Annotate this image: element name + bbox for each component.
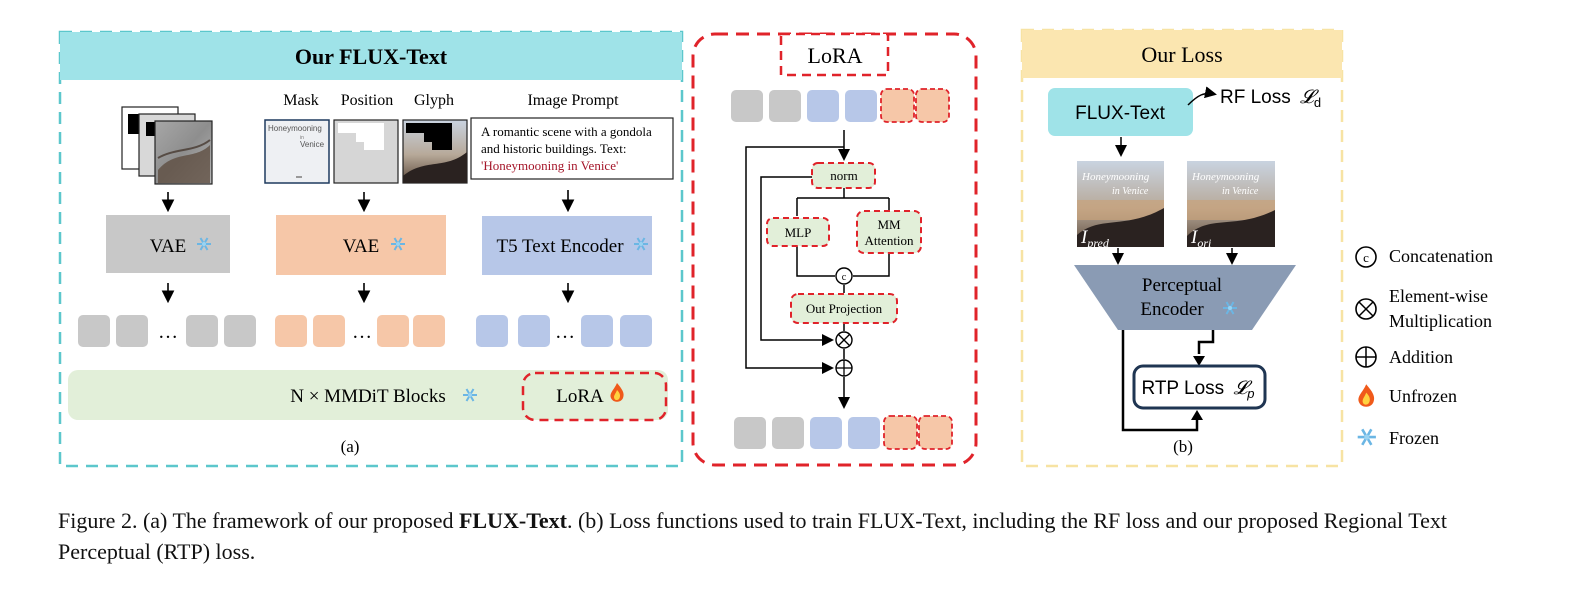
label-image-prompt: Image Prompt: [527, 92, 619, 109]
svg-text:in: in: [300, 135, 304, 141]
position-image: [333, 119, 399, 184]
flux-text-box: FLUX-Text: [1048, 88, 1193, 136]
legend: c Concatenation Element-wise Multiplicat…: [1355, 246, 1493, 448]
vae-encoder-2: VAE: [276, 215, 446, 275]
panel-lora-title-box: [779, 32, 890, 77]
snowflake-icon: [1356, 427, 1378, 447]
rtp-flow-lines: [1121, 330, 1215, 432]
svg-text:Honeymooning: Honeymooning: [1191, 171, 1260, 183]
svg-text:and historic buildings. Text:: and historic buildings. Text:: [481, 141, 626, 156]
t5-text-encoder: T5 Text Encoder: [482, 216, 652, 275]
legend-element-wise-multiplication: Element-wise Multiplication: [1355, 286, 1492, 331]
svg-text:MM: MM: [877, 217, 901, 232]
multiply-node: [835, 331, 853, 349]
original-image: Honeymooning in Venice Iori: [1187, 161, 1275, 250]
label-glyph: Glyph: [414, 92, 454, 109]
mm-attention-block: MM Attention: [856, 210, 922, 254]
mmdit-blocks: N × MMDiT Blocks LoRA: [68, 370, 668, 422]
svg-text:…: …: [555, 321, 575, 343]
legend-concatenation: c Concatenation: [1355, 246, 1493, 268]
svg-text:Honeymooning: Honeymooning: [268, 124, 322, 133]
figure-caption: Figure 2. (a) The framework of our propo…: [58, 508, 1448, 564]
svg-text:FLUX-Text: FLUX-Text: [1075, 103, 1165, 124]
lora-flow-lines: [745, 130, 890, 409]
figure-canvas: Our FLUX-Text Mask Position Glyph Image …: [58, 28, 1493, 468]
svg-text:Frozen: Frozen: [1389, 428, 1439, 448]
lora-input-tokens: [731, 88, 950, 123]
concatenation-icon: [1355, 246, 1377, 268]
panel-lora-title: LoRA: [808, 43, 863, 68]
noisy-image-stack: [121, 106, 213, 185]
predicted-image: Honeymooning in Venice Ipred: [1077, 161, 1164, 250]
panel-lora: LoRA norm: [691, 32, 978, 467]
svg-text:'Honeymooning in Venice': 'Honeymooning in Venice': [481, 158, 618, 173]
panel-a-title: Our FLUX-Text: [295, 44, 448, 69]
panel-b-sublabel: (b): [1173, 437, 1193, 456]
legend-frozen: Frozen: [1356, 427, 1439, 448]
glyph-image: [402, 119, 468, 184]
svg-text:A romantic scene with a gondol: A romantic scene with a gondola: [481, 124, 652, 139]
lora-output-tokens: [734, 415, 953, 450]
mask-image: Honeymooning in Venice: [264, 119, 330, 184]
svg-text:…: …: [352, 321, 372, 343]
legend-addition: Addition: [1355, 346, 1453, 368]
svg-text:Perceptual: Perceptual: [1142, 275, 1222, 296]
svg-text:Honeymooning: Honeymooning: [1081, 171, 1150, 183]
label-position: Position: [341, 92, 393, 109]
label-mask: Mask: [283, 92, 319, 109]
svg-text:VAE: VAE: [150, 236, 187, 257]
mlp-block: MLP: [766, 217, 830, 247]
svg-text:T5 Text Encoder: T5 Text Encoder: [496, 236, 624, 257]
lora-block: [521, 371, 668, 422]
rtp-loss-box: RTP Loss 𝓛p: [1132, 364, 1267, 410]
addition-icon: [1355, 346, 1377, 368]
svg-text:Encoder: Encoder: [1140, 299, 1204, 320]
panel-lora-border: [691, 32, 978, 467]
svg-text:Element-wise: Element-wise: [1389, 286, 1488, 306]
norm-block: norm: [811, 162, 876, 189]
svg-text:Attention: Attention: [864, 233, 914, 248]
rf-loss-label: RF Loss 𝓛d: [1220, 87, 1321, 110]
image-prompt-box: A romantic scene with a gondola and hist…: [470, 117, 674, 180]
orange-token-row: …: [275, 315, 445, 347]
svg-text:in Venice: in Venice: [1112, 186, 1149, 197]
svg-text:Addition: Addition: [1389, 347, 1453, 367]
svg-text:LoRA: LoRA: [556, 386, 604, 407]
svg-text:…: …: [158, 321, 178, 343]
svg-text:Concatenation: Concatenation: [1389, 246, 1493, 266]
rf-loss-arrow: [1187, 86, 1217, 106]
svg-text:c: c: [1363, 250, 1369, 265]
svg-text:MLP: MLP: [785, 225, 812, 240]
svg-text:VAE: VAE: [343, 236, 380, 257]
perceptual-encoder: Perceptual Encoder: [1074, 265, 1296, 330]
svg-text:Unfrozen: Unfrozen: [1389, 386, 1457, 406]
svg-text:N × MMDiT Blocks: N × MMDiT Blocks: [290, 386, 446, 407]
add-node: [835, 359, 853, 377]
svg-text:norm: norm: [830, 168, 857, 183]
svg-text:RTP Loss 𝓛p: RTP Loss 𝓛p: [1141, 378, 1254, 401]
svg-text:Venice: Venice: [300, 140, 325, 149]
svg-text:Ipred: Ipred: [1080, 227, 1110, 250]
vae-encoder-1: VAE: [106, 215, 230, 273]
concat-node: c: [835, 267, 853, 285]
flame-icon: [1358, 384, 1375, 407]
blue-token-row: …: [476, 315, 652, 347]
panel-a: Our FLUX-Text Mask Position Glyph Image …: [58, 30, 684, 468]
panel-b-title: Our Loss: [1141, 42, 1222, 67]
panel-a-sublabel: (a): [341, 437, 360, 456]
panel-a-header: [60, 32, 682, 80]
panel-b-header: [1022, 30, 1342, 78]
svg-text:Iori: Iori: [1190, 227, 1211, 250]
grey-token-row: …: [78, 315, 256, 347]
legend-unfrozen: Unfrozen: [1358, 384, 1457, 407]
svg-text:Multiplication: Multiplication: [1389, 311, 1492, 331]
svg-text:Out Projection: Out Projection: [806, 301, 883, 316]
out-projection-block: Out Projection: [790, 293, 898, 324]
svg-text:c: c: [842, 272, 847, 283]
svg-text:in Venice: in Venice: [1222, 186, 1259, 197]
svg-text:RF Loss 𝓛d: RF Loss 𝓛d: [1220, 87, 1321, 110]
multiplication-icon: [1355, 298, 1377, 320]
panel-b: Our Loss FLUX-Text RF Loss 𝓛d Honeymooni…: [1020, 28, 1344, 468]
